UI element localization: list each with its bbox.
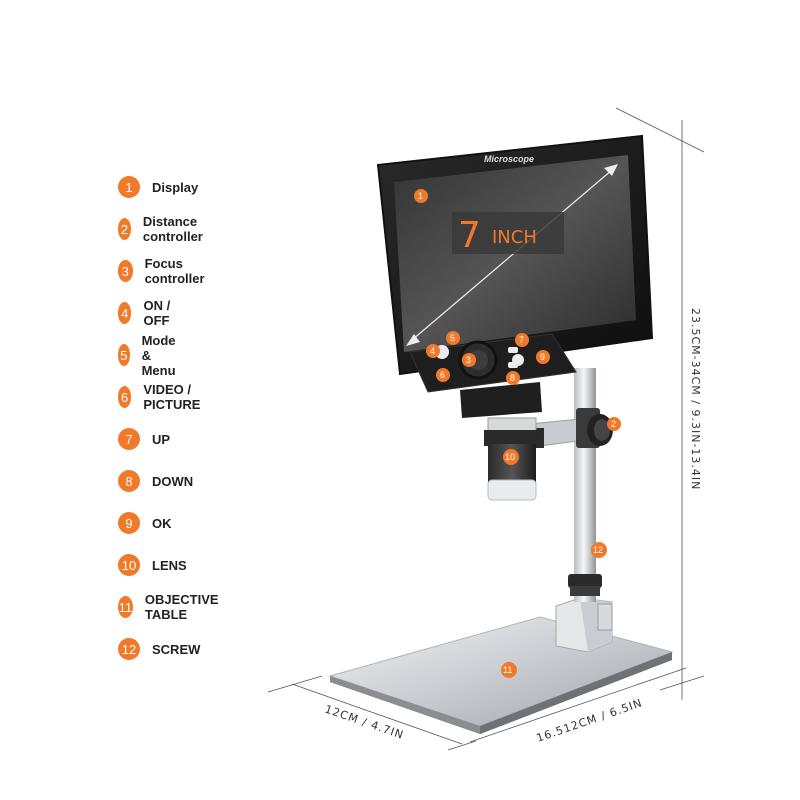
- legend-number: 7: [118, 428, 140, 450]
- legend-number: 12: [118, 638, 140, 660]
- svg-text:12: 12: [593, 545, 603, 555]
- legend-number: 9: [118, 512, 140, 534]
- callout-badges: 1 2 3 4 5 6 7 8 9 10 11 12: [414, 189, 621, 678]
- legend-number: 6: [118, 386, 132, 408]
- legend-item: 8 DOWN: [118, 469, 193, 493]
- legend-label: ON / OFF: [143, 298, 171, 328]
- svg-text:9: 9: [540, 352, 545, 362]
- legend-item: 5 Mode & Menu: [118, 333, 186, 378]
- legend-label: OBJECTIVE TABLE: [144, 592, 219, 622]
- legend-number: 8: [118, 470, 140, 492]
- legend-number: 10: [118, 554, 140, 576]
- legend-item: 6 VIDEO / PICTURE: [118, 382, 209, 412]
- svg-text:3: 3: [466, 355, 471, 365]
- legend-item: 11 OBJECTIVE TABLE: [118, 592, 226, 622]
- svg-text:4: 4: [430, 346, 435, 356]
- up-button-icon: [508, 347, 518, 353]
- svg-text:11: 11: [503, 665, 512, 675]
- legend-label: Mode & Menu: [141, 332, 176, 378]
- svg-text:2: 2: [611, 419, 616, 429]
- screen-size-number: 7: [458, 215, 481, 256]
- legend-number: 2: [118, 218, 131, 240]
- legend-item: 2 Distance controller: [118, 214, 212, 244]
- legend-label: UP: [152, 431, 171, 447]
- legend-label: Display: [152, 179, 199, 195]
- legend-number: 3: [118, 260, 133, 282]
- legend-item: 9 OK: [118, 511, 172, 535]
- svg-text:5: 5: [450, 333, 455, 343]
- legend-label: Distance controller: [142, 214, 203, 244]
- display-screen: Microscope 7 INCH: [376, 134, 654, 376]
- svg-text:1: 1: [418, 191, 423, 201]
- stand-pole: [568, 368, 602, 602]
- legend-item: 3 Focus controller: [118, 256, 212, 286]
- legend-item: 12 SCREW: [118, 637, 200, 661]
- svg-text:7: 7: [519, 335, 524, 345]
- legend-label: OK: [152, 515, 172, 531]
- legend-label: Focus controller: [144, 256, 205, 286]
- dimension-lines: [267, 107, 705, 751]
- distance-arm: [528, 408, 613, 448]
- screen-size-unit: INCH: [492, 227, 537, 248]
- legend-number: 4: [118, 302, 132, 324]
- legend-label: LENS: [152, 557, 187, 573]
- svg-text:8: 8: [510, 373, 515, 383]
- brand-text: Microscope: [484, 154, 534, 164]
- legend-label: DOWN: [152, 473, 194, 489]
- svg-text:10: 10: [505, 452, 515, 462]
- lens-assembly: [460, 382, 542, 501]
- svg-text:6: 6: [440, 370, 445, 380]
- legend-number: 11: [118, 596, 133, 618]
- legend-label: VIDEO / PICTURE: [143, 382, 201, 412]
- depth-dimension: 12CM / 4.7IN: [323, 703, 406, 742]
- legend-number: 1: [118, 176, 140, 198]
- height-dimension: 23.5CM-34CM / 9.3IN-13.4IN: [689, 308, 702, 490]
- legend-number: 5: [118, 344, 130, 366]
- legend-item: 10 LENS: [118, 553, 187, 577]
- legend-item: 1 Display: [118, 175, 198, 199]
- legend-item: 4 ON / OFF: [118, 298, 178, 328]
- down-button-icon: [508, 362, 518, 368]
- legend-item: 7 UP: [118, 427, 170, 451]
- stand-clamp: [555, 597, 613, 653]
- legend-label: SCREW: [152, 641, 201, 657]
